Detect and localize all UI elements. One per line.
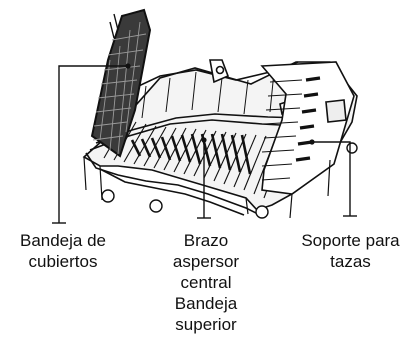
callout-lines <box>52 65 357 224</box>
cutlery-tray-label-line-2: cubiertos <box>28 252 98 271</box>
cutlery-tray-label: Bandeja de cubiertos <box>0 230 126 272</box>
cutlery-tray-leader-dot <box>125 63 131 69</box>
spray-arm-label-line-4: Bandeja <box>174 294 238 313</box>
spray-arm-label-line-3: central <box>180 273 232 292</box>
spray-arm-leader-dot <box>201 137 207 143</box>
upper-rack-basket <box>82 59 358 219</box>
spray-arm-label-line-5: superior <box>175 315 237 334</box>
spray-arm-label-line-2: aspersor <box>172 252 240 271</box>
cup-support-label-line-2: tazas <box>330 252 371 271</box>
cup-support-label: Soporte para tazas <box>284 230 417 272</box>
spray-arm-label: Brazo aspersor central Bandeja superior <box>160 230 252 335</box>
cutlery-tray-label-line-1: Bandeja de <box>19 231 107 250</box>
cup-support-leader-dot <box>309 139 315 145</box>
cup-support-label-line-1: Soporte para <box>301 231 400 250</box>
spray-arm-label-line-1: Brazo <box>183 231 229 250</box>
cutlery-tray <box>90 8 152 158</box>
cutlery-tray-leader <box>58 65 128 223</box>
cup-support-leader <box>312 141 351 216</box>
rack-wheels <box>101 142 358 219</box>
